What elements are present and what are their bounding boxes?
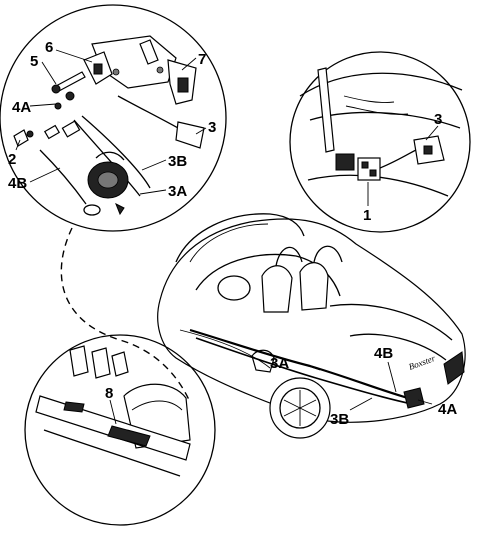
- label-4b-left: 4B: [8, 175, 27, 192]
- detail-circle-left: 6 5 7 4A 3 2 4B 3B 3A: [0, 4, 227, 232]
- cable-3: [117, 95, 179, 129]
- hood-edge: [299, 72, 463, 97]
- label-7: 7: [198, 51, 206, 68]
- windscreen-inner: [189, 223, 269, 263]
- nut-part-4a: [54, 91, 75, 110]
- cable-end-3-right: [379, 135, 445, 169]
- label-3b-left: 3B: [168, 153, 187, 170]
- label-2: 2: [8, 151, 16, 168]
- label-4a-car: 4A: [438, 401, 457, 418]
- wiring-lower: [345, 105, 409, 115]
- seat-left: [261, 265, 293, 313]
- detail-circle-right: 3 1: [289, 51, 471, 233]
- windscreen: [175, 213, 305, 263]
- steering-wheel: [217, 275, 251, 301]
- label-3b-car: 3B: [330, 411, 349, 428]
- detail-connector-dashed: [60, 227, 191, 403]
- label-3a-left: 3A: [168, 183, 187, 200]
- cable-end-3: [175, 121, 205, 149]
- car-body: Boxster 3A 4B 3B 4A: [157, 213, 466, 439]
- leader-8: [109, 399, 117, 425]
- release-cable-4b: [39, 149, 87, 205]
- label-5: 5: [30, 53, 38, 70]
- label-3-right: 3: [434, 111, 442, 128]
- label-6: 6: [45, 39, 53, 56]
- clip-part-2: [13, 129, 29, 147]
- label-4b-car: 4B: [374, 345, 393, 362]
- latch-bracket: [83, 35, 197, 105]
- seat-right: [299, 262, 329, 311]
- roll-bar-left: [275, 246, 303, 267]
- leader-3-right: [425, 125, 439, 141]
- door-line: [179, 329, 271, 369]
- wiring-upper: [343, 95, 395, 103]
- label-4a-left: 4A: [12, 99, 31, 116]
- cable-loop: [83, 204, 101, 216]
- cockpit-rim: [195, 253, 341, 297]
- label-3-left: 3: [208, 119, 216, 136]
- tail-light: [443, 351, 465, 385]
- screw-part-5: [51, 71, 86, 94]
- label-1: 1: [363, 207, 371, 224]
- leader-lines-car: [295, 361, 433, 411]
- hood-strut: [317, 67, 335, 153]
- wheel-rim: [279, 387, 321, 429]
- leader-lines-left: [15, 49, 207, 195]
- routed-cable-3a: [189, 328, 409, 400]
- pedals: [69, 345, 129, 379]
- rubber-boot: [87, 151, 129, 199]
- sill-clip: [63, 401, 85, 413]
- label-3a-car: 3A: [270, 355, 289, 372]
- latch-module-1: [335, 153, 381, 181]
- cable-3b: [81, 115, 151, 189]
- release-lever-8: [107, 425, 151, 447]
- detail-circle-lower: 8: [24, 334, 216, 526]
- seat-stitch: [131, 400, 183, 411]
- small-clip: [115, 202, 125, 216]
- wheel-spokes: [283, 390, 317, 426]
- sill-lower-edge: [43, 429, 181, 477]
- routed-cable-3b: [195, 337, 413, 405]
- cable-fittings: [26, 120, 81, 140]
- trunk-line: [349, 333, 447, 361]
- rear-deck: [329, 303, 453, 341]
- roll-bar-right: [313, 245, 343, 263]
- label-8: 8: [105, 385, 113, 402]
- release-handle: [403, 387, 425, 409]
